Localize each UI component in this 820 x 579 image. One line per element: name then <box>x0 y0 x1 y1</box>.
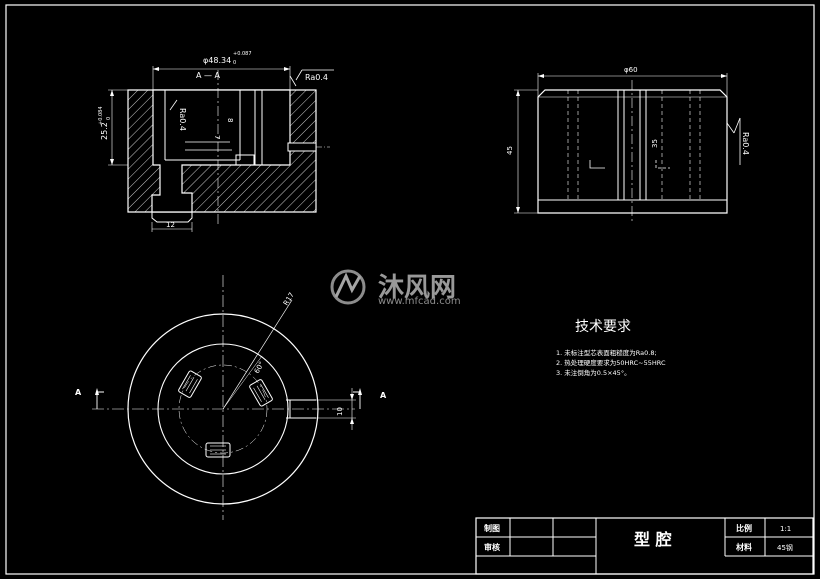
section-dim-height-tol-lower: 0 <box>106 117 112 120</box>
tb-material: 45钢 <box>777 543 793 552</box>
side-outline <box>537 89 728 214</box>
tb-part-name: 型 腔 <box>634 530 672 549</box>
section-dim-height-tol: +0.084 <box>98 106 104 125</box>
section-roughness-inner: Ra0.4 <box>178 108 187 131</box>
section-dim-bottom: 12 <box>166 221 175 229</box>
side-roughness: Ra0.4 <box>741 132 750 155</box>
watermark-url: www.mfcad.com <box>378 296 461 307</box>
side-dim-diameter: φ60 <box>624 66 638 74</box>
section-roughness-top: Ra0.4 <box>305 73 328 82</box>
section-dim-depth: 8 <box>226 118 234 122</box>
tb-label-drawn: 制图 <box>484 523 500 533</box>
plan-view: 10 R17 60° A A <box>75 275 387 520</box>
watermark-brand: 沐风网 <box>378 273 456 303</box>
tech-req-title: 技术要求 <box>575 319 631 335</box>
section-dim-diameter: φ48.34 <box>203 56 231 65</box>
tb-label-scale: 比例 <box>736 523 752 533</box>
tech-req-item-3: 3. 未注倒角为0.5×45°。 <box>556 368 631 377</box>
plan-dim-angle: 60° <box>253 360 266 375</box>
section-dim-tol-lower: 0 <box>233 60 236 66</box>
mfcad-logo <box>330 269 366 305</box>
section-dim-tol-upper: +0.087 <box>233 51 252 57</box>
section-mark-left: A <box>75 388 82 397</box>
section-label: A — A <box>196 71 221 80</box>
watermark: 沐风网 www.mfcad.com <box>330 269 461 307</box>
tb-label-reviewed: 审核 <box>484 542 500 552</box>
tb-label-material: 材料 <box>736 542 752 552</box>
tech-requirements: 技术要求 1. 未标注型芯表面粗糙度为Ra0.8; 2. 热处理硬度要求为50H… <box>556 319 666 377</box>
drawing-border <box>5 4 815 575</box>
side-dim-height: 45 <box>506 146 514 155</box>
section-dim-inner: 7 <box>213 135 221 139</box>
section-mark-right: A <box>380 391 387 400</box>
title-block: 制图 审核 型 腔 比例 1:1 材料 45钢 <box>475 517 814 575</box>
plan-dim-radius: R17 <box>282 291 296 307</box>
side-dim-inner-height: 35 <box>651 139 659 148</box>
section-view: φ48.34 +0.087 0 A — A 25.2 +0.084 0 Ra0.… <box>98 51 334 232</box>
tech-req-item-1: 1. 未标注型芯表面粗糙度为Ra0.8; <box>556 348 657 357</box>
tech-req-item-2: 2. 热处理硬度要求为50HRC~55HRC <box>556 358 666 367</box>
tb-scale: 1:1 <box>780 525 791 533</box>
section-dim-height: 25.2 <box>100 122 109 140</box>
plan-dim-slot: 10 <box>336 407 344 416</box>
side-view: φ60 45 35 Ra0.4 <box>506 66 750 222</box>
